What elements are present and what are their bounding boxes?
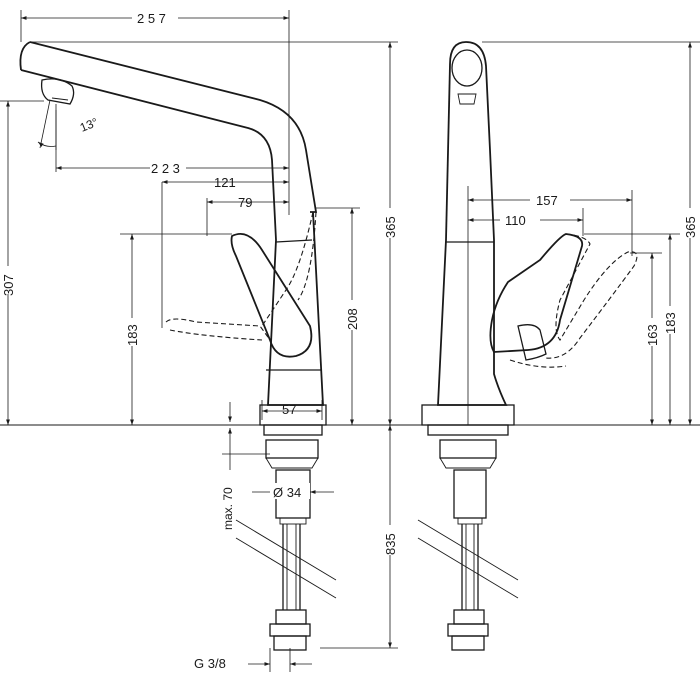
right-view-dimensions: 157 110 163 183 365 <box>467 41 700 425</box>
faucet-body-front <box>437 239 508 406</box>
faucet-side-view <box>19 41 337 651</box>
dim-183-right-label: 183 <box>663 312 678 334</box>
dim-183-left-label: 183 <box>125 324 140 346</box>
lever-front <box>489 233 584 353</box>
lever-swing-side <box>165 318 271 341</box>
dim-max70-label: max. 70 <box>221 487 235 530</box>
dim-79-label: 79 <box>238 195 252 210</box>
dim-208-label: 208 <box>345 308 360 330</box>
spout-side <box>29 41 318 213</box>
lever-swing-front <box>545 233 638 359</box>
dim-163-label: 163 <box>645 324 660 346</box>
dim-365-left-label: 365 <box>383 216 398 238</box>
dim-13deg-label: 13° <box>78 115 100 135</box>
dim-835-label: 835 <box>383 533 398 555</box>
dim-223-label: 2 2 3 <box>151 161 180 176</box>
dim-157-label: 157 <box>536 193 558 208</box>
hose-fitting <box>275 609 307 625</box>
dim-121-label: 121 <box>214 175 236 190</box>
dim-G38-label: G 3/8 <box>194 656 226 671</box>
spout-front <box>449 41 495 241</box>
left-view-dimensions: 2 5 7 2 2 3 121 79 13° 307 183 208 <box>0 8 398 672</box>
dim-365-right-label: 365 <box>683 216 698 238</box>
dim-110-label: 110 <box>505 213 526 228</box>
mounting-nut <box>265 439 319 459</box>
lever-side <box>230 232 313 358</box>
dim-34-label: Ø 34 <box>273 485 301 500</box>
aerator <box>40 78 75 105</box>
dim-307-label: 307 <box>1 274 16 296</box>
dim-57-label: 57 <box>282 402 296 417</box>
faucet-front-view <box>417 41 638 651</box>
dim-257-label: 2 5 7 <box>137 11 166 26</box>
